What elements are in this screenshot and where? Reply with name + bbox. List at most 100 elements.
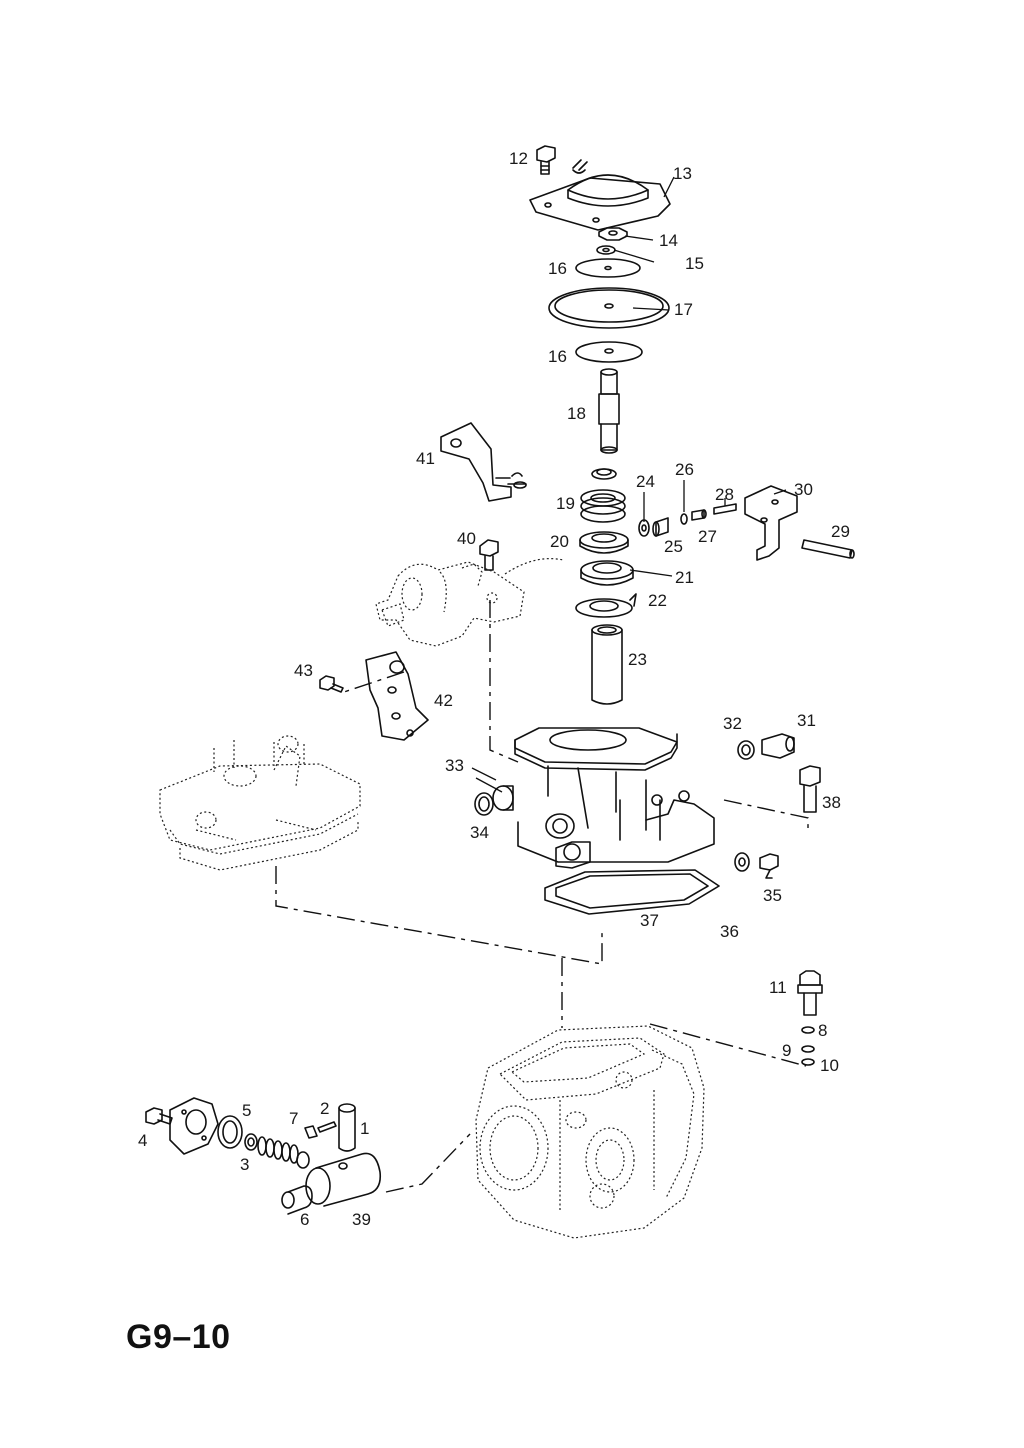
label-16-lower: 16 <box>548 347 567 366</box>
part-37-gasket <box>544 869 720 915</box>
label-19: 19 <box>556 494 575 513</box>
part-6-plug <box>281 1185 313 1215</box>
label-16-upper: 16 <box>548 259 567 278</box>
part-35-screw <box>759 853 779 879</box>
part-3-seal <box>244 1133 258 1151</box>
part-42-bracket <box>365 651 429 741</box>
part-10-ring <box>801 1058 815 1066</box>
part-27-pin <box>691 509 707 521</box>
auxiliary-pump-outline <box>375 558 564 647</box>
label-41: 41 <box>416 449 435 468</box>
part-12-screw <box>536 145 556 175</box>
part-4-screw <box>145 1107 173 1125</box>
assembly-reference-lines <box>275 600 809 1193</box>
part-33-plug <box>492 785 514 811</box>
part-1-shaft <box>338 1103 356 1152</box>
label-29: 29 <box>831 522 850 541</box>
label-8: 8 <box>818 1021 827 1040</box>
part-38-screw <box>799 765 821 813</box>
label-34: 34 <box>470 823 489 842</box>
part-14-nut <box>598 227 628 241</box>
label-4: 4 <box>138 1131 147 1150</box>
label-33: 33 <box>445 756 464 775</box>
part-36-washer <box>734 852 750 872</box>
part-16-plate-lower <box>575 341 643 363</box>
part-15-washer <box>596 245 616 255</box>
label-26: 26 <box>675 460 694 479</box>
label-5: 5 <box>242 1101 251 1120</box>
label-7: 7 <box>289 1109 298 1128</box>
part-number-labels: 12 13 14 15 16 17 16 18 41 24 26 28 30 1… <box>138 149 850 1229</box>
part-20-collar <box>579 531 629 554</box>
label-24: 24 <box>636 472 655 491</box>
label-40: 40 <box>457 529 476 548</box>
label-37: 37 <box>640 911 659 930</box>
label-17: 17 <box>674 300 693 319</box>
part-21-nut <box>580 560 634 586</box>
label-11: 11 <box>769 978 787 997</box>
carburettor-top-outline <box>159 735 361 871</box>
part-4-cover-plate <box>169 1097 219 1155</box>
part-26-ring <box>680 513 688 525</box>
part-8-ring <box>801 1026 815 1034</box>
part-25-bush <box>652 517 669 537</box>
part-28-pin <box>713 503 737 515</box>
part-30-lever <box>744 485 798 561</box>
carburettor-lower-body-outline <box>475 1025 705 1239</box>
part-32-washer <box>737 740 755 760</box>
label-20: 20 <box>550 532 569 551</box>
label-31: 31 <box>797 711 816 730</box>
label-10: 10 <box>820 1056 839 1075</box>
label-39: 39 <box>352 1210 371 1229</box>
part-11-jet <box>797 970 823 1016</box>
label-21: 21 <box>675 568 694 587</box>
part-16-plate-upper <box>575 258 641 278</box>
part-9-ring <box>801 1045 815 1053</box>
label-30: 30 <box>794 480 813 499</box>
label-32: 32 <box>723 714 742 733</box>
part-22-washer <box>575 593 637 618</box>
part-39-plunger <box>305 1152 382 1207</box>
part-3-disc <box>296 1151 310 1169</box>
part-40-screw <box>479 539 499 571</box>
label-36: 36 <box>720 922 739 941</box>
label-14: 14 <box>659 231 678 250</box>
label-3: 3 <box>240 1155 249 1174</box>
diagram-code: G9–10 <box>126 1318 231 1356</box>
part-5-gasket-ring <box>217 1115 243 1149</box>
label-12: 12 <box>509 149 528 168</box>
part-23-sleeve <box>591 624 623 705</box>
part-31-screw <box>761 733 795 759</box>
label-22: 22 <box>648 591 667 610</box>
label-6: 6 <box>300 1210 309 1229</box>
part-29-shaft <box>801 539 855 559</box>
label-9: 9 <box>782 1041 791 1060</box>
carburettor-upper-body <box>514 727 715 869</box>
part-43-screw <box>319 675 344 693</box>
label-38: 38 <box>822 793 841 812</box>
label-18: 18 <box>567 404 586 423</box>
label-leader-lines <box>471 176 787 793</box>
label-1: 1 <box>360 1119 369 1138</box>
label-23: 23 <box>628 650 647 669</box>
part-17-diaphragm <box>548 287 670 329</box>
part-7-pin <box>304 1125 318 1139</box>
part-41-bracket <box>440 422 527 502</box>
label-2: 2 <box>320 1099 329 1118</box>
label-28: 28 <box>715 485 734 504</box>
part-2-pin <box>317 1121 337 1133</box>
label-15: 15 <box>685 254 704 273</box>
part-18-rod <box>598 368 620 454</box>
part-3-spring <box>257 1136 299 1164</box>
part-24-washer <box>638 519 650 537</box>
label-43: 43 <box>294 661 313 680</box>
label-27: 27 <box>698 527 717 546</box>
label-42: 42 <box>434 691 453 710</box>
label-25: 25 <box>664 537 683 556</box>
label-35: 35 <box>763 886 782 905</box>
part-13-diaphragm-cover <box>529 159 671 231</box>
part-34-ring <box>474 792 494 816</box>
part-19-spring <box>580 468 626 523</box>
label-13: 13 <box>673 164 692 183</box>
